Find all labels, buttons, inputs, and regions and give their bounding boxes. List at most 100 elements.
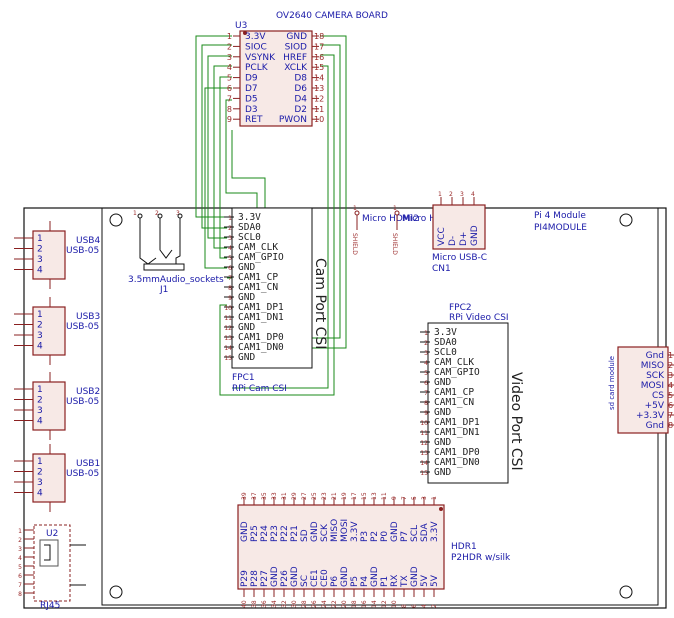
- csi-pin-number: 15: [224, 355, 232, 362]
- cam-csi-value: RPi Cam CSI: [232, 384, 287, 394]
- hdr-pin-number: 7: [401, 496, 408, 500]
- csi-pin-number: 5: [228, 255, 232, 262]
- camera-pin-name: XCLK: [284, 63, 308, 73]
- audio-pin-3: 3: [176, 210, 180, 217]
- camera-title: OV2640 CAMERA BOARD: [276, 11, 388, 21]
- csi-pin-name: GND: [434, 467, 451, 478]
- camera-pin-number: 16: [314, 53, 324, 62]
- usb-pin-number: 4: [37, 417, 43, 427]
- hdr-pin-name: P29: [240, 570, 250, 587]
- hdr-pin-number: 14: [371, 600, 378, 608]
- hdr-pin-name: 5V: [420, 574, 430, 587]
- hdr-pin-number: 32: [281, 600, 288, 608]
- camera-pin-number: 2: [227, 42, 232, 51]
- camera-pin-name: 3.3V: [245, 32, 266, 42]
- hdr-pin-name: TX: [400, 575, 410, 588]
- hdr-pin-number: 21: [331, 492, 338, 500]
- hdr-pin-name: P2: [370, 531, 380, 542]
- usbc-ref: CN1: [432, 264, 451, 274]
- hdr-pin-number: 12: [381, 600, 388, 608]
- csi-pin-name: SCL0: [434, 347, 457, 358]
- rj45-pin-number: 1: [18, 528, 22, 535]
- csi-pin-number: 5: [424, 370, 428, 377]
- camera-pin-number: 3: [227, 53, 232, 62]
- camera-pin-name: D2: [294, 105, 307, 115]
- usb-pin-number: 1: [37, 385, 43, 395]
- hdr-pin-name: P24: [260, 525, 270, 542]
- camera-pin-number: 13: [314, 84, 324, 93]
- sd-pin-name: CS: [652, 391, 664, 401]
- rj45-pin-number: 6: [18, 573, 22, 580]
- csi-pin-name: SCL0: [238, 232, 261, 243]
- cam-csi-title: Cam Port CSI: [312, 258, 328, 349]
- usbc-name: Micro USB-C: [432, 253, 487, 263]
- rj45-ref: U2: [46, 529, 58, 539]
- csi-pin-name: GND: [238, 322, 255, 333]
- rj45-pin-number: 3: [18, 546, 22, 553]
- csi-pin-name: CAM1_DP0: [434, 447, 480, 458]
- sd-pin-number: 2: [668, 361, 673, 370]
- hdr-pin-number: 15: [361, 492, 368, 500]
- csi-pin-number: 11: [224, 315, 232, 322]
- camera-pin-number: 7: [227, 94, 232, 103]
- hdr-pin-number: 20: [341, 600, 348, 608]
- hdr-value: P2HDR w/silk: [451, 553, 511, 563]
- csi-pin-name: CAM1_DP0: [238, 332, 284, 343]
- hdr-pin-name: 5V: [430, 574, 440, 587]
- usbc-pin-number: 1: [438, 191, 442, 198]
- camera-pin-name: D8: [294, 74, 307, 84]
- hdr-pin-name: GND: [290, 566, 300, 587]
- csi-pin-name: 3.3V: [434, 327, 457, 338]
- csi-pin-name: CAM1_CP: [434, 387, 474, 398]
- hdr-pin-name: P25: [250, 525, 260, 542]
- hdr-pin-number: 1: [431, 496, 438, 500]
- usbc-pin-number: 3: [460, 191, 464, 198]
- hdr-pin-number: 25: [311, 492, 318, 500]
- audio-jack-contacts: [139, 218, 181, 265]
- usb-ref: USB2: [76, 387, 100, 397]
- hdr-pin1-dot: [439, 507, 443, 511]
- hdr-pin-number: 17: [351, 492, 358, 500]
- audio-pin-2: 2: [155, 210, 159, 217]
- hdr-pin-number: 4: [421, 604, 428, 608]
- sd-pin-number: 5: [668, 391, 673, 400]
- csi-pin-name: CAM1_DP1: [238, 302, 284, 313]
- hdr-pin-number: 13: [371, 492, 378, 500]
- csi-pin-name: CAM1_CN: [434, 397, 474, 408]
- camera-pin-name: D7: [245, 84, 258, 94]
- camera-right-pins: 18GND17SIOD16HREF15XCLK14D813D612D411D21…: [279, 32, 324, 125]
- sd-pin-number: 4: [668, 381, 673, 390]
- usb-pin-number: 1: [37, 457, 43, 467]
- hdr-pin-name: 3.3V: [430, 521, 440, 542]
- hdr-pin-number: 30: [291, 600, 298, 608]
- sd-value: sd card module: [608, 356, 616, 410]
- hdmi2-shield: SHIELD: [351, 233, 358, 255]
- csi-pin-number: 8: [424, 400, 428, 407]
- hdr-pin-name: GND: [310, 521, 320, 542]
- csi-pin-name: CAM_GPIO: [434, 367, 480, 378]
- usb-ref: USB1: [76, 459, 100, 469]
- camera-pin-number: 4: [227, 63, 232, 72]
- csi-pin-number: 11: [420, 430, 428, 437]
- audio-name: 3.5mmAudio_sockets: [128, 275, 224, 285]
- csi-pin-name: SDA0: [434, 337, 457, 348]
- usb-body: [32, 381, 66, 431]
- hdr-pin-name: GND: [410, 566, 420, 587]
- csi-pin-number: 4: [424, 360, 428, 367]
- hdr-pin-number: 2: [431, 604, 438, 608]
- camera-pin-name: SIOC: [245, 42, 267, 52]
- hdr-pin-name: GND: [390, 521, 400, 542]
- camera-pin-number: 6: [227, 84, 232, 93]
- rj45-pin-number: 8: [18, 591, 22, 598]
- usbc-pin-name: D-: [448, 236, 458, 246]
- camera-pin-number: 1: [227, 32, 232, 41]
- camera-pin-name: SIOD: [285, 42, 307, 52]
- csi-pin-name: CAM1_CN: [238, 282, 278, 293]
- csi-pin-number: 13: [224, 335, 232, 342]
- csi-pin-name: CAM1_DP1: [434, 417, 480, 428]
- hdr-pin-name: MOSI: [340, 519, 350, 542]
- usb-pin-number: 4: [37, 266, 43, 276]
